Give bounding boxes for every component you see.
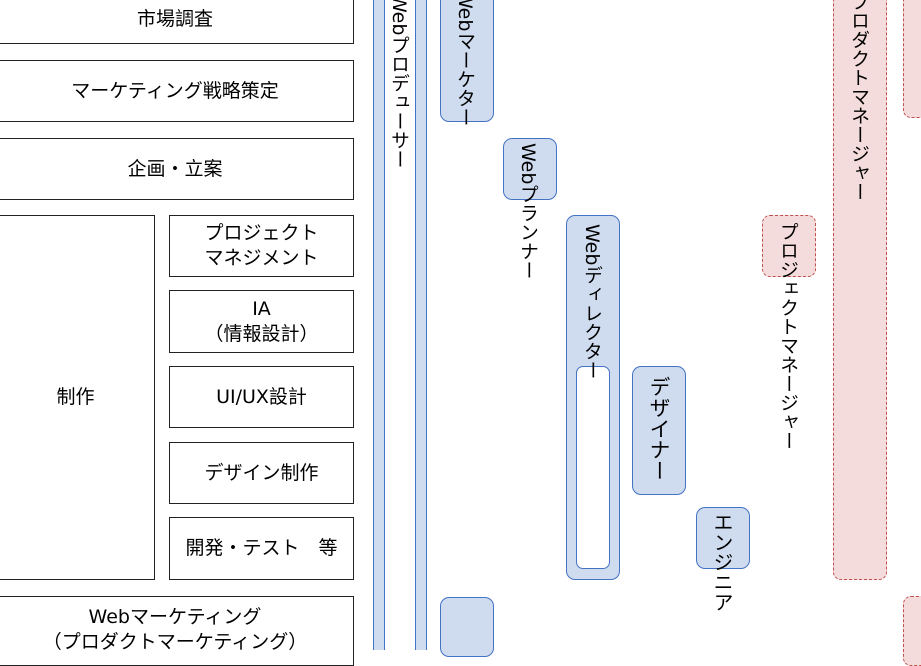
engineer-label: エンジニア	[710, 512, 734, 612]
product-manager-bar	[833, 0, 887, 580]
substep-label: デザイン制作	[204, 461, 319, 484]
web-marketing-marketer-bar	[440, 597, 494, 657]
project-manager-label: プロジェクトマネージャー	[777, 222, 799, 450]
web-marketer-bar	[440, 0, 494, 122]
right-edge-bar-top	[903, 0, 921, 118]
substep-label: UI/UX設計	[216, 385, 307, 408]
web-producer-label: Webプロデューサー	[388, 0, 410, 169]
designer-bar	[632, 366, 686, 495]
substep-dev-test: 開発・テスト 等	[169, 517, 354, 580]
step-market-research: 市場調査	[0, 0, 354, 44]
step-market-research-label: 市場調査	[136, 7, 213, 30]
designer-label: デザイナー	[647, 376, 671, 481]
substep-label: 開発・テスト 等	[185, 537, 338, 560]
step-planning: 企画・立案	[0, 138, 354, 200]
web-planner-label: Webプランナー	[517, 143, 539, 280]
project-manager-bar	[762, 215, 816, 277]
step-planning-label: 企画・立案	[127, 157, 223, 180]
substep-design: デザイン制作	[169, 442, 354, 504]
web-producer-bar-right	[415, 0, 427, 650]
substep-project-management: プロジェクト マネジメント	[169, 215, 354, 277]
engineer-bar	[696, 507, 750, 569]
step-web-marketing-label: Webマーケティング （プロダクトマーケティング）	[42, 606, 308, 653]
web-producer-bar	[373, 0, 385, 650]
web-marketer-label: Webマーケター	[454, 0, 476, 127]
step-production: 制作	[0, 215, 155, 580]
right-edge-bar-bottom	[903, 596, 921, 666]
substep-label: IA （情報設計）	[204, 297, 319, 345]
substep-ia: IA （情報設計）	[169, 290, 354, 353]
web-director-inner-box	[576, 366, 610, 569]
step-marketing-strategy-label: マーケティング戦略策定	[71, 79, 279, 102]
step-marketing-strategy: マーケティング戦略策定	[0, 60, 354, 122]
step-production-label: 制作	[56, 386, 95, 409]
web-director-label: Webディレクター	[581, 224, 603, 380]
web-planner-bar	[503, 138, 557, 200]
substep-ui-ux: UI/UX設計	[169, 366, 354, 428]
step-web-marketing: Webマーケティング （プロダクトマーケティング）	[0, 596, 354, 666]
product-manager-label: プロダクトマネージャー	[848, 0, 870, 201]
substep-label: プロジェクト マネジメント	[204, 222, 319, 269]
